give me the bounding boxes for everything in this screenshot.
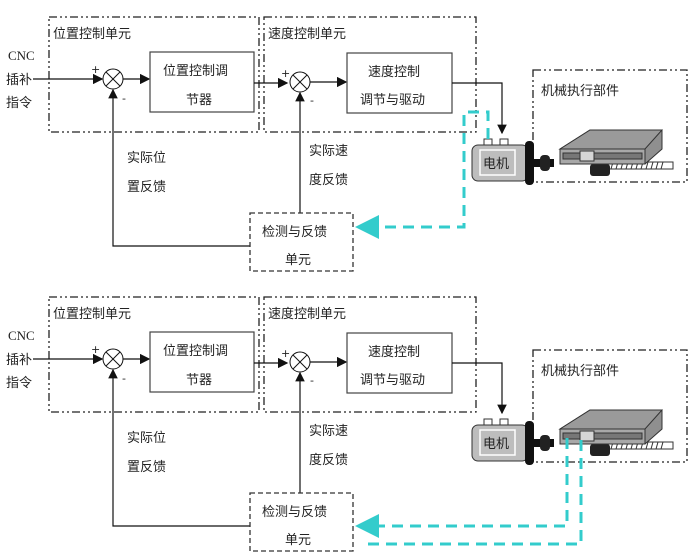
minus-sign: - — [310, 374, 314, 387]
scale-strip — [562, 152, 643, 160]
detect-unit-line1: 检测与反馈 — [262, 225, 327, 240]
position-unit-title: 位置控制单元 — [53, 307, 131, 322]
motor-label: 电机 — [483, 437, 509, 452]
speed-unit-title: 速度控制单元 — [268, 26, 346, 42]
position-control-unit-frame — [48, 16, 260, 133]
speed-unit-title: 速度控制单元 — [268, 306, 346, 322]
input-label-line3: 指令 — [6, 376, 32, 391]
drive-output-line — [452, 362, 507, 415]
junction-cross — [292, 354, 308, 370]
position-controller-block — [149, 331, 255, 393]
speed-control-unit-frame — [263, 296, 477, 413]
detection-feedback-unit — [249, 492, 354, 552]
speed-block-line2: 调节与驱动 — [360, 373, 425, 388]
screw-thread — [645, 161, 649, 170]
scale-reader — [579, 430, 595, 442]
speed-block-line2: 调节与驱动 — [360, 93, 425, 108]
position-block-line1: 位置控制调 — [163, 64, 228, 79]
position-block-line1: 位置控制调 — [163, 344, 228, 359]
position-block-line2: 节器 — [186, 373, 212, 388]
motor-terminal — [483, 418, 493, 426]
plus-sign: + — [91, 63, 100, 76]
position-unit-title: 位置控制单元 — [53, 27, 131, 42]
position-feedback-line2: 置反馈 — [127, 460, 166, 475]
motor-flange — [525, 141, 534, 185]
junction-cross — [105, 351, 121, 367]
encoder-feedback-dashed-line — [355, 110, 490, 239]
screw-thread — [660, 161, 664, 170]
scale-reader — [579, 150, 595, 162]
plus-sign: + — [281, 67, 290, 80]
input-label-cnc: CNC — [8, 328, 35, 343]
coupling — [540, 435, 550, 451]
position-feedback-line2: 置反馈 — [127, 180, 166, 195]
motor-terminal — [499, 418, 509, 426]
screw-thread — [655, 441, 659, 450]
speed-controller-block — [346, 332, 453, 394]
detect-unit-line2: 单元 — [285, 533, 311, 548]
worktable-top — [558, 129, 664, 150]
speed-feedback-line2: 度反馈 — [309, 172, 348, 188]
scale-feedback-dashed-line — [355, 438, 569, 538]
drive-output-line — [452, 82, 507, 135]
plus-sign: + — [281, 347, 290, 360]
position-control-unit-frame — [48, 296, 260, 413]
speed-controller-block — [346, 52, 453, 114]
input-label-cnc: CNC — [8, 48, 35, 63]
minus-sign: - — [122, 372, 126, 385]
worktable-top — [558, 409, 664, 430]
motor-label-frame — [479, 149, 516, 176]
motor-label-frame — [479, 429, 516, 456]
screw-nut — [590, 444, 610, 456]
input-label-line3: 指令 — [6, 96, 32, 111]
plus-sign: + — [91, 343, 100, 356]
motor-terminal — [483, 138, 493, 146]
speed-feedback-line2: 度反馈 — [309, 452, 348, 468]
mechanical-unit-title: 机械执行部件 — [541, 84, 619, 99]
speed-block-line1: 速度控制 — [368, 344, 420, 360]
speed-block-line1: 速度控制 — [368, 64, 420, 80]
mechanical-unit-title: 机械执行部件 — [541, 364, 619, 379]
minus-sign: - — [122, 92, 126, 105]
speed-feedback-line1: 实际速 — [309, 424, 348, 439]
speed-feedback-line1: 实际速 — [309, 144, 348, 159]
detect-unit-line1: 检测与反馈 — [262, 505, 327, 520]
position-feedback-line1: 实际位 — [127, 151, 166, 166]
detection-feedback-unit — [249, 212, 354, 272]
position-feedback-line — [108, 368, 250, 527]
screw-thread — [660, 441, 664, 450]
motor-flange — [525, 421, 534, 465]
screw-thread — [645, 441, 649, 450]
screw-thread — [655, 161, 659, 170]
motor-terminal — [499, 138, 509, 146]
position-feedback-line1: 实际位 — [127, 431, 166, 446]
motor-label: 电机 — [483, 157, 509, 172]
scale-strip — [562, 432, 643, 440]
scale-feedback-dashed-line — [362, 440, 583, 546]
input-label-line2: 插补 — [6, 73, 32, 88]
junction-cross — [292, 74, 308, 90]
mechanical-unit-frame — [532, 69, 688, 183]
speed-control-unit-frame — [263, 16, 477, 133]
screw-thread — [650, 161, 654, 170]
screw-thread — [650, 441, 654, 450]
screw-nut — [590, 164, 610, 176]
position-feedback-line — [108, 88, 250, 247]
coupling — [540, 155, 550, 171]
position-block-line2: 节器 — [186, 93, 212, 108]
position-controller-block — [149, 51, 255, 113]
input-label-line2: 插补 — [6, 353, 32, 368]
minus-sign: - — [310, 94, 314, 107]
detect-unit-line2: 单元 — [285, 253, 311, 268]
mechanical-unit-frame — [532, 349, 688, 463]
junction-cross — [105, 71, 121, 87]
